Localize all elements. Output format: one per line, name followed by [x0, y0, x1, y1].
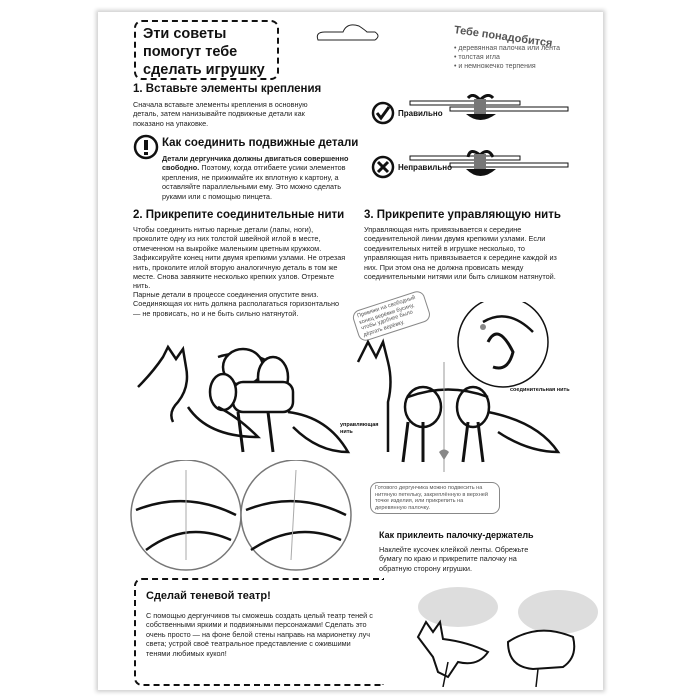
page-title: Эти советы помогут тебе сделать игрушку — [134, 20, 279, 80]
tip-heading: Как соединить подвижные детали — [162, 137, 359, 149]
tip-text: Детали дергунчика должны двигаться совер… — [162, 154, 367, 201]
fastener-wrong-diagram — [409, 150, 569, 176]
shadow-theatre-box: Сделай теневой театр! С помощью дергунчи… — [134, 578, 384, 686]
step1-text: Сначала вставьте элементы крепления в ос… — [133, 100, 308, 128]
cloud-icon — [316, 24, 379, 41]
theatre-text: С помощью дергунчиков ты сможешь создать… — [146, 611, 373, 658]
connecting-thread-label: соединительная нить — [510, 387, 570, 393]
warning-icon — [133, 134, 159, 160]
step3-text: Управляющая нить привязывается к середин… — [364, 225, 557, 282]
check-icon — [371, 101, 395, 125]
correct-label: Правильно — [398, 109, 443, 118]
hang-note: Готового дергунчика можно подвесить на н… — [370, 482, 500, 515]
step2-text1: Чтобы соединить нитью парные детали (лап… — [133, 225, 346, 291]
step3-heading: 3. Прикрепите управляющую нить — [364, 209, 561, 221]
fastener-correct-diagram — [409, 94, 569, 120]
cross-icon — [371, 155, 395, 179]
step1-heading: 1. Вставьте элементы крепления — [133, 83, 322, 95]
needs-item: • толстая игла — [454, 54, 500, 61]
control-thread-label: управляющая нить — [340, 422, 379, 435]
step2-heading: 2. Прикрепите соединительные нити — [133, 209, 345, 221]
tip-body: Поэтому, когда отгибаете усики элементов… — [162, 163, 346, 201]
thread-detail-left — [130, 460, 352, 571]
theatre-heading: Сделай теневой театр! — [146, 590, 271, 602]
instruction-sheet: Эти советы помогут тебе сделать игрушку … — [98, 12, 603, 690]
needs-list: • деревянная палочка или лента • толстая… — [454, 44, 560, 71]
fox-thread-illustration — [356, 302, 561, 472]
needs-item: • деревянная палочка или лента — [454, 45, 560, 52]
step2-text2: Парные детали в процессе соединения опус… — [133, 290, 340, 318]
shadow-puppets-illustration — [416, 587, 598, 687]
tip-bold: Детали дергунчика должны двигаться совер… — [162, 154, 349, 173]
stick-heading: Как приклеить палочку-держатель — [379, 530, 534, 540]
needs-item: • и немножечко терпения — [454, 63, 536, 70]
fox-pieces-illustration — [137, 344, 351, 454]
wrong-label: Неправильно — [398, 163, 452, 172]
stick-text: Наклейте кусочек клейкой ленты. Обрежьте… — [379, 545, 529, 573]
